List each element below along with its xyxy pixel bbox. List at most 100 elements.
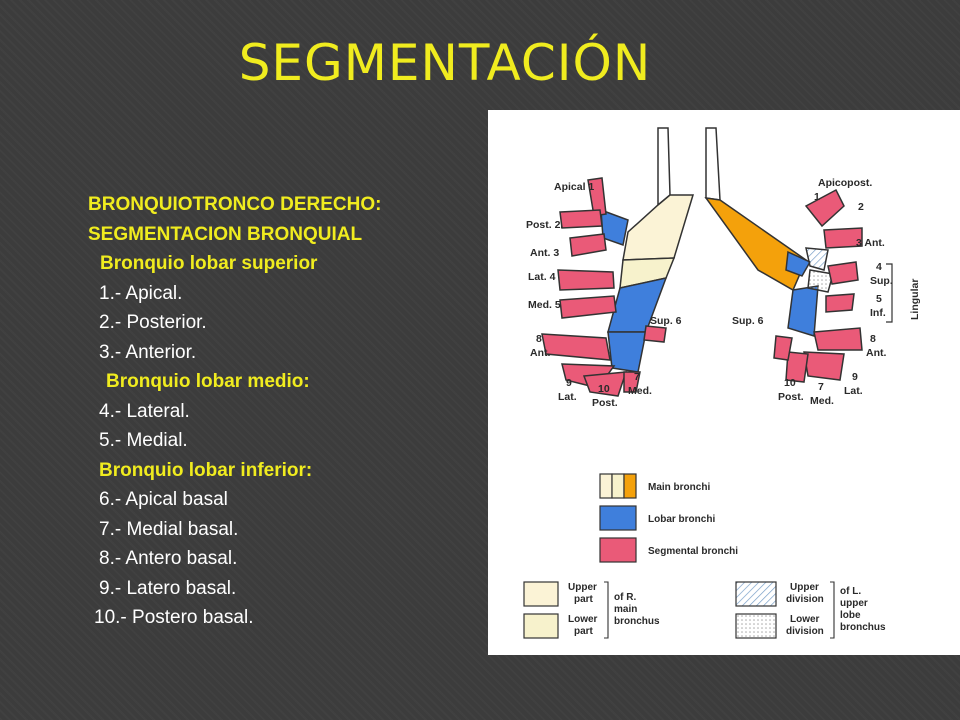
trachea: [657, 127, 671, 207]
segment-anterior-basal-right: [541, 333, 611, 361]
legend-of-l-3: lobe: [840, 610, 861, 621]
bronchial-tree-svg: Apical 1 Post. 2. Ant. 3 Lat. 4 Med. 5 8…: [523, 127, 921, 639]
left-main-bronchus: [704, 197, 807, 292]
label-7-left: 7: [818, 381, 824, 393]
label-5-left: 5: [876, 293, 882, 305]
segment-superior-right: [643, 325, 667, 343]
label-post-left: Post.: [778, 391, 804, 403]
segment-medial-basal-left: [773, 335, 793, 361]
legend-swatch-lower-part-r: [523, 613, 559, 639]
label-7-right: 7: [634, 371, 640, 383]
label-inf-left: Inf.: [870, 307, 886, 319]
label-10-left: 10: [784, 377, 796, 389]
legend-upper-part-2: part: [574, 594, 594, 605]
legend-bracket-r: [604, 581, 609, 639]
list-item: 3.- Anterior.: [99, 341, 197, 363]
label-sup6-left: Sup. 6: [732, 315, 764, 327]
segment-posterior-right: [559, 209, 603, 229]
legend-upper-div-1: Upper: [790, 582, 819, 593]
legend-swatch-upper-part: [599, 473, 613, 499]
list-item: 8.- Antero basal.: [99, 548, 238, 569]
legend-of-r-3: bronchus: [614, 616, 660, 627]
lower-lobe-heading: Bronquio lobar inferior:: [99, 459, 313, 481]
label-lat-right: Lat.: [558, 391, 577, 403]
label-lingular: Lingular: [909, 279, 921, 320]
legend-segmental-label: Segmental bronchi: [648, 546, 738, 557]
label-ant-right: Ant.: [530, 347, 550, 359]
middle-lobe-heading: Bronquio lobar medio:: [106, 371, 310, 392]
label-2-left: 2: [858, 201, 864, 213]
right-lobar-bronchus-upper: [600, 208, 629, 246]
legend-lower-part-2: part: [574, 626, 594, 637]
legend-swatch-segmental: [599, 537, 637, 563]
legend-of-l-4: bronchus: [840, 622, 886, 633]
label-8-left: 8: [870, 333, 876, 345]
legend-swatch-upper-part-r: [523, 581, 559, 607]
label-apical-1: Apical 1: [554, 181, 594, 193]
legend-of-l-1: of L.: [840, 586, 861, 597]
legend-swatch-main: [623, 473, 637, 499]
legend-of-r-2: main: [614, 604, 637, 615]
label-1-left: 1: [814, 191, 820, 203]
label-9-right: 9: [566, 377, 572, 389]
segment-lingular-superior: [827, 261, 859, 285]
label-post-right: Post.: [592, 397, 618, 409]
left-segmental-bronchi: [773, 188, 863, 383]
label-ant-left: Ant.: [866, 347, 886, 359]
segment-medial-basal-right: [623, 371, 641, 393]
segment-anterior-right: [569, 233, 607, 257]
segment-apicoposterior-left: [804, 188, 845, 228]
label-med-5: Med. 5: [528, 299, 561, 311]
label-post-2: Post. 2.: [526, 219, 563, 231]
slide-title: SEGMENTACIÓN: [238, 34, 652, 92]
list-item: 10.- Postero basal.: [94, 607, 254, 628]
legend-lower-div-2: division: [786, 626, 824, 637]
header-segmentacion: SEGMENTACION BRONQUIAL: [88, 223, 363, 245]
label-apicopost: Apicopost.: [818, 177, 872, 189]
label-ant3-left: 3 Ant.: [856, 237, 885, 249]
list-item: 6.- Apical basal: [99, 489, 228, 510]
label-10-right: 10: [598, 383, 610, 395]
right-main-bronchus-upper: [622, 194, 695, 261]
label-9-left: 9: [852, 371, 858, 383]
legend-swatch-lobar: [599, 505, 637, 531]
label-lat-4: Lat. 4: [528, 271, 556, 283]
segment-lateral-right: [557, 269, 615, 291]
legend-upper-div-2: division: [786, 594, 824, 605]
segment-list: BRONQUIOTRONCO DERECHO: SEGMENTACION BRO…: [88, 190, 488, 633]
list-item: 4.- Lateral.: [99, 400, 190, 422]
segment-posterior-basal-left: [785, 351, 809, 383]
list-item: 9.- Latero basal.: [99, 577, 237, 599]
upper-lobe-heading: Bronquio lobar superior: [100, 253, 318, 274]
legend-lobar-label: Lobar bronchi: [648, 514, 715, 525]
legend-swatch-lower-part: [611, 473, 625, 499]
legend-main-label: Main bronchi: [648, 482, 710, 493]
list-item: 2.- Posterior.: [99, 312, 207, 333]
label-8-right: 8: [536, 333, 542, 345]
legend-of-l-2: upper: [840, 598, 868, 609]
right-segmental-bronchi: [541, 177, 667, 397]
header-bronquiotronco: BRONQUIOTRONCO DERECHO:: [88, 194, 382, 215]
trachea-right-wall: [705, 127, 721, 201]
segment-anterior-left: [823, 227, 863, 249]
label-lat-left: Lat.: [844, 385, 863, 397]
left-lobar-bronchus-upper: [785, 250, 812, 277]
segment-posterior-basal-right: [582, 371, 628, 397]
list-item: 5.- Medial.: [99, 430, 188, 451]
segment-lingular-inferior: [825, 293, 855, 313]
left-lower-division: [807, 269, 834, 293]
lingular-bracket: [886, 263, 893, 323]
legend-swatch-lower-division: [735, 613, 777, 639]
legend-of-r-1: of R.: [614, 592, 636, 603]
left-upper-division: [805, 247, 829, 271]
label-4-left: 4: [876, 261, 882, 273]
label-ant-3: Ant. 3: [530, 247, 559, 259]
label-med-right: Med.: [628, 385, 652, 397]
label-sup6-right: Sup. 6: [650, 315, 682, 327]
legend-lower-part-1: Lower: [568, 614, 598, 625]
bronchial-diagram: Apical 1 Post. 2. Ant. 3 Lat. 4 Med. 5 8…: [488, 110, 960, 655]
segment-lateral-basal-left: [803, 351, 845, 381]
legend-lower-div-1: Lower: [790, 614, 820, 625]
segment-medial-right: [559, 295, 617, 319]
legend-bracket-l: [830, 581, 835, 639]
